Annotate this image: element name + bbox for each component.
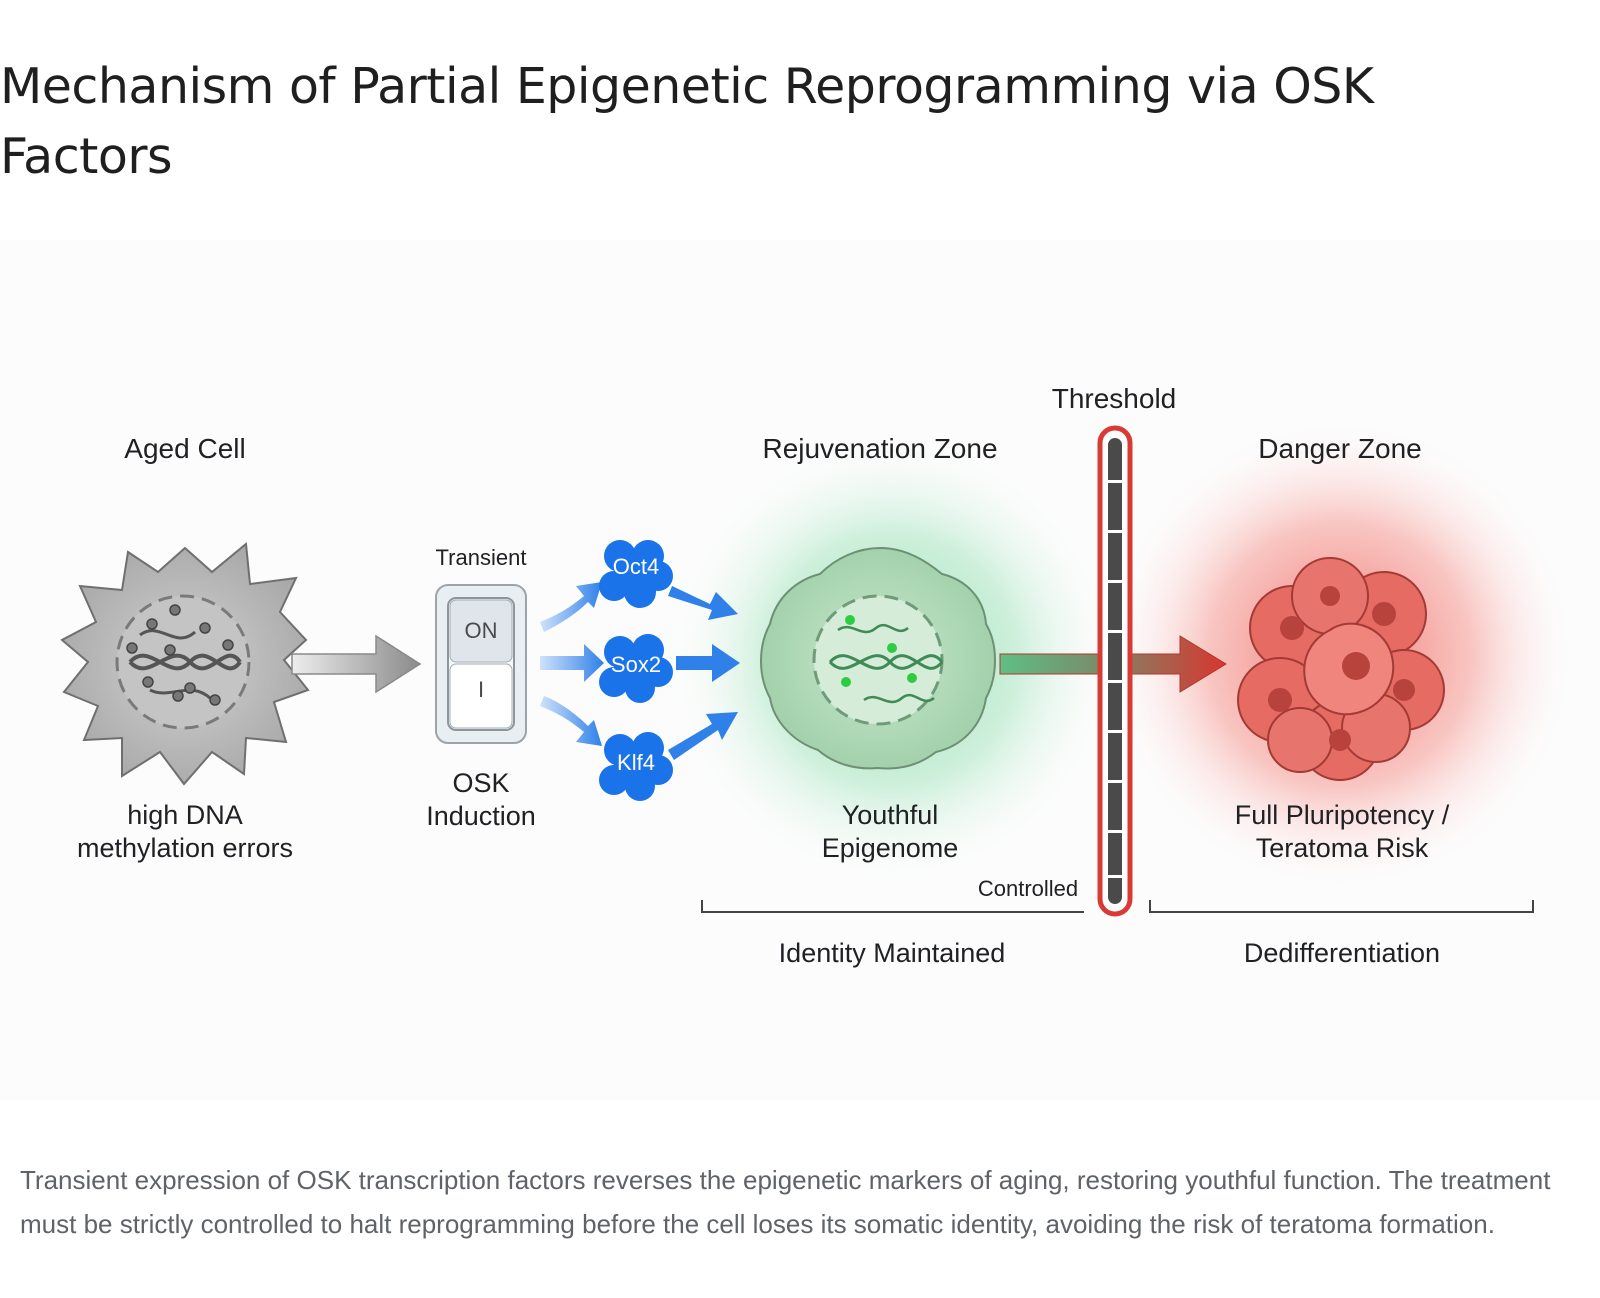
- aged-cell-caption-line1: high DNA: [127, 800, 243, 830]
- blue-arrow-to-sox2: [540, 644, 604, 682]
- sox2-label: Sox2: [611, 652, 661, 677]
- oct4-label: Oct4: [613, 554, 659, 579]
- youthful-caption-line1: Youthful: [842, 800, 939, 830]
- klf4-label: Klf4: [617, 750, 655, 775]
- youthful-cell-icon: [760, 546, 996, 770]
- reprogramming-diagram: Aged Cell Rejuvenation Zone Threshold Da…: [0, 240, 1600, 1100]
- danger-caption-line2: Teratoma Risk: [1256, 833, 1429, 863]
- diagram-canvas: Aged Cell Rejuvenation Zone Threshold Da…: [60, 383, 1580, 968]
- blue-arrow-to-klf4: [540, 696, 602, 746]
- osk-switch-icon: [435, 584, 527, 744]
- gray-arrow: [291, 634, 422, 694]
- dedifferentiation-bracket: [1149, 900, 1534, 913]
- identity-bracket: [701, 900, 1084, 913]
- oct4-factor-icon: [599, 540, 673, 608]
- danger-zone-label: Danger Zone: [1258, 433, 1421, 464]
- blue-arrow-klf4-to-cell: [668, 712, 738, 760]
- aged-cell-label: Aged Cell: [124, 433, 245, 464]
- blue-arrow-to-oct4: [540, 582, 602, 632]
- danger-caption-line1: Full Pluripotency /: [1235, 800, 1450, 830]
- aged-cell-caption-line2: methylation errors: [77, 833, 293, 863]
- switch-caption-line2: Induction: [426, 801, 536, 831]
- switch-caption-line1: OSK: [452, 768, 509, 798]
- switch-top-label: Transient: [436, 545, 527, 570]
- blue-arrow-oct4-to-cell: [668, 586, 738, 620]
- aged-cell-icon: [60, 542, 310, 786]
- switch-off-text: I: [478, 677, 484, 702]
- teratoma-cluster-icon: [1237, 557, 1445, 781]
- sox2-factor-icon: [599, 634, 673, 703]
- threshold-label: Threshold: [1052, 383, 1177, 414]
- youthful-caption-line2: Epigenome: [822, 833, 959, 863]
- blue-arrow-sox2-to-cell: [676, 644, 740, 682]
- dedifferentiation-label: Dedifferentiation: [1244, 938, 1440, 968]
- identity-maintained-label: Identity Maintained: [779, 938, 1006, 968]
- threshold-barrier: [1097, 425, 1133, 917]
- page-title: Mechanism of Partial Epigenetic Reprogra…: [0, 58, 1374, 185]
- klf4-factor-icon: [599, 732, 673, 801]
- controlled-label: Controlled: [978, 876, 1078, 901]
- figure-caption: Transient expression of OSK transcriptio…: [20, 1165, 1551, 1239]
- switch-on-text: ON: [465, 618, 498, 643]
- rejuvenation-zone-label: Rejuvenation Zone: [762, 433, 997, 464]
